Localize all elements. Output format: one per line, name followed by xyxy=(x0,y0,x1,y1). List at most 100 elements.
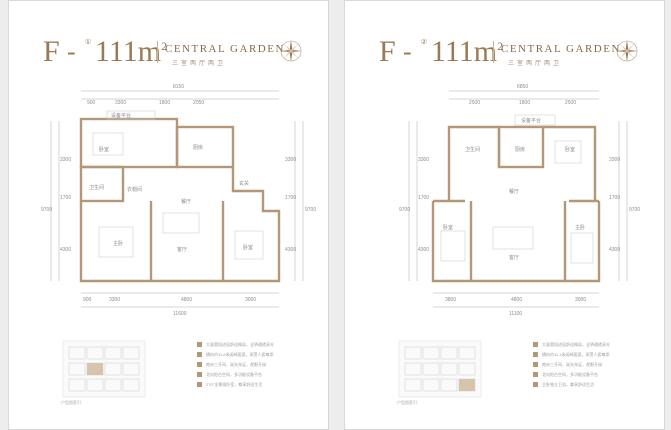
header-divider xyxy=(157,41,158,63)
compass-rose-icon xyxy=(616,40,638,62)
room-label-4: 餐厅 xyxy=(181,198,191,205)
area-sup: 2 xyxy=(161,39,168,53)
feature-item: 主卧独立卫浴，尊享舒适生活 xyxy=(533,381,659,388)
index-map-graphic xyxy=(398,340,482,398)
room-label-5: 客厅 xyxy=(177,246,187,253)
feature-item: 南向三开间，采光充足，视野开阔 xyxy=(197,361,323,368)
layout-text: 三室两厅两卫 xyxy=(172,61,227,67)
header-row: F - ② 111m2 CENTRAL GARDEN 三室两厅两卫 xyxy=(345,31,664,71)
room-label-2: 厨房 xyxy=(515,146,525,153)
dim-left-1: 3300 xyxy=(418,157,429,163)
dim-left-3: 4300 xyxy=(418,247,429,253)
bullet-icon xyxy=(533,352,538,357)
area-sup: 2 xyxy=(497,39,504,53)
index-map-graphic xyxy=(62,340,146,398)
balcony-label: 设备平台 xyxy=(521,117,541,124)
feature-text: 横向约11.1米阔绰面宽，享受人居尊崇 xyxy=(542,352,610,357)
feature-list: 大面宽短进深舒适格局，全明通透采光 横向约11.1米阔绰面宽，享受人居尊崇 南向… xyxy=(533,341,659,391)
floor-plan-sheet-b: F - ② 111m2 CENTRAL GARDEN 三室两厅两卫 6850 2… xyxy=(344,0,665,430)
dim-bottom-3: 3000 xyxy=(575,297,586,303)
dim-left-2: 1700 xyxy=(418,195,429,201)
room-label-4: 客厅 xyxy=(509,254,519,261)
dim-right-2: 1700 xyxy=(609,195,620,201)
brand-name: CENTRAL GARDEN xyxy=(501,43,621,55)
room-label-2: 卫生间 xyxy=(89,184,104,191)
feature-text: 北向阳台空间，多功能设备平台 xyxy=(542,372,598,377)
dim-top-2: 3300 xyxy=(115,100,126,106)
bullet-icon xyxy=(197,352,202,357)
dim-bottom-total: 11100 xyxy=(509,311,522,317)
feature-text: 主卧独立卫浴，尊享舒适生活 xyxy=(542,382,594,387)
dim-top-3: 1800 xyxy=(159,100,170,106)
unit-letter: F xyxy=(43,35,61,68)
feature-text: 横向约11.6米阔绰面宽，享受人居尊崇 xyxy=(206,352,274,357)
index-map-caption: 户型图索引 xyxy=(397,400,417,405)
area-value: 111 xyxy=(431,35,474,68)
room-label-7: 餐厅 xyxy=(509,188,519,195)
feature-item: 大面宽短进深舒适格局，全明通透采光 xyxy=(197,341,323,348)
dim-bottom-1: 3800 xyxy=(445,297,456,303)
room-label-1: 卧室 xyxy=(99,146,109,153)
feature-text: 270°全景观卧室，尊享舒适生活 xyxy=(206,382,263,387)
dim-top-total: 6850 xyxy=(517,84,528,90)
room-label-5: 卧室 xyxy=(443,224,453,231)
dim-right-total: 9700 xyxy=(305,207,316,213)
unit-dash: - xyxy=(67,37,76,66)
feature-item: 270°全景观卧室，尊享舒适生活 xyxy=(197,381,323,388)
dim-left-total: 9700 xyxy=(399,207,410,213)
feature-item: 北向阳台空间，多功能设备平台 xyxy=(533,371,659,378)
dim-bottom-2: 3300 xyxy=(109,297,120,303)
floor-plan-sheet-a: F - ① 111m2 CENTRAL GARDEN 三室两厅两卫 8150 9… xyxy=(8,0,329,430)
dim-bottom-3: 4800 xyxy=(181,297,192,303)
dim-top-2: 1800 xyxy=(519,100,530,106)
dim-bottom-2: 4800 xyxy=(511,297,522,303)
unit-area: 111m2 xyxy=(431,35,503,69)
area-unit: m xyxy=(473,35,498,68)
dim-left-total: 9700 xyxy=(41,207,52,213)
dim-top-total: 8150 xyxy=(173,84,184,90)
dim-bottom-1: 900 xyxy=(83,297,92,303)
feature-item: 横向约11.6米阔绰面宽，享受人居尊崇 xyxy=(197,351,323,358)
dim-bottom-4: 3000 xyxy=(245,297,256,303)
feature-item: 横向约11.1米阔绰面宽，享受人居尊崇 xyxy=(533,351,659,358)
bullet-icon xyxy=(197,382,202,387)
bullet-icon xyxy=(197,342,202,347)
balcony-label: 设备平台 xyxy=(111,112,131,119)
unit-index-map: 户型图索引 xyxy=(61,337,147,405)
floor-plan-drawing: 8150 900 3300 1800 2050 9700 3300 1700 4… xyxy=(41,84,316,317)
room-label-3: 厨房 xyxy=(193,144,203,151)
bullet-icon xyxy=(533,372,538,377)
feature-text: 北向阳台空间，多功能设备平台 xyxy=(206,372,262,377)
room-label-7: 主卧 xyxy=(113,240,123,247)
bullet-icon xyxy=(533,382,538,387)
dim-right-1: 3300 xyxy=(285,157,296,163)
dim-bottom-total: 11600 xyxy=(173,311,187,317)
room-label-8: 衣帽间 xyxy=(127,186,142,193)
header-row: F - ① 111m2 CENTRAL GARDEN 三室两厅两卫 xyxy=(9,31,328,71)
feature-item: 南向三开间，采光充足，视野开阔 xyxy=(533,361,659,368)
bullet-icon xyxy=(197,372,202,377)
unit-index-map: 户型图索引 xyxy=(397,337,483,405)
feature-item: 北向阳台空间，多功能设备平台 xyxy=(197,371,323,378)
header-divider xyxy=(493,41,494,63)
feature-list: 大面宽短进深舒适格局，全明通透采光 横向约11.6米阔绰面宽，享受人居尊崇 南向… xyxy=(197,341,323,391)
bullet-icon xyxy=(197,362,202,367)
compass-rose-icon xyxy=(280,40,302,62)
dim-right-total: 9700 xyxy=(629,207,640,213)
dim-top-4: 2050 xyxy=(193,100,204,106)
unit-letter: F xyxy=(379,35,397,68)
index-map-caption: 户型图索引 xyxy=(61,400,81,405)
bullet-icon xyxy=(533,362,538,367)
dim-left-3: 4300 xyxy=(60,247,71,253)
area-value: 111 xyxy=(95,35,138,68)
dim-right-3: 4300 xyxy=(609,247,620,253)
room-label-1: 卫生间 xyxy=(465,146,480,153)
unit-badge: ① xyxy=(84,39,92,46)
bullet-icon xyxy=(533,342,538,347)
room-label-9: 玄关 xyxy=(239,180,249,187)
area-unit: m xyxy=(137,35,162,68)
brand-name: CENTRAL GARDEN xyxy=(165,43,285,55)
dim-left-1: 3300 xyxy=(60,157,71,163)
dim-right-3: 4300 xyxy=(285,247,296,253)
room-label-3: 卧室 xyxy=(565,146,575,153)
